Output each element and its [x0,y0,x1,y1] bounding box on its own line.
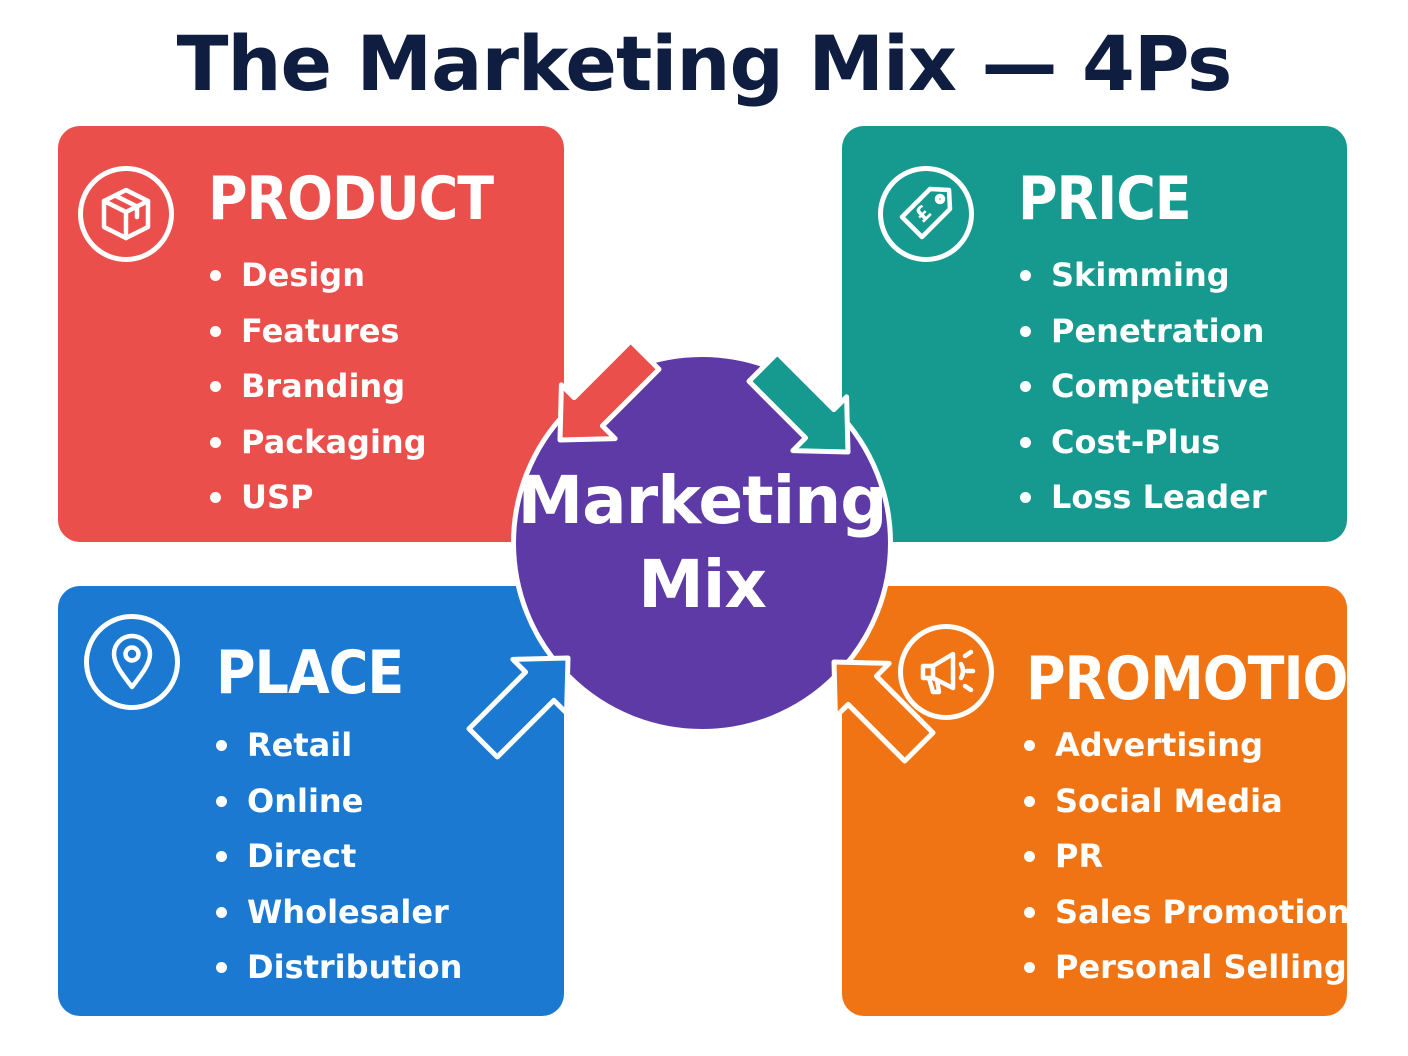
bullet [1020,492,1031,504]
list-item: Design [210,248,427,304]
list-item: Wholesaler [216,885,462,941]
bullet [210,381,221,393]
bullet [1024,851,1035,863]
bullet [1020,381,1031,393]
bullet [1024,962,1035,974]
price-item: Penetration [1051,311,1265,350]
product-box: PRODUCT Design Features Branding Packagi… [58,126,564,542]
list-item: Competitive [1020,359,1270,415]
list-item: Sales Promotion [1024,885,1350,941]
promotion-item: Personal Selling [1055,948,1347,986]
list-item: Advertising [1024,718,1350,774]
bullet [216,795,227,807]
list-item: Retail [216,718,462,774]
bullet [1020,270,1031,282]
bullet [1024,795,1035,807]
product-item: Features [241,311,400,350]
bullet [216,851,227,863]
box-icon [78,166,174,262]
place-box: PLACE Retail Online Direct Wholesaler Di… [58,586,564,1016]
bullet [210,270,221,282]
page-title: The Marketing Mix — 4Ps [176,19,1233,108]
product-list: Design Features Branding Packaging USP [210,248,427,526]
list-item: Branding [210,359,427,415]
price-item: Loss Leader [1051,478,1267,516]
place-item: Online [247,781,364,820]
list-item: Social Media [1024,774,1350,830]
list-item: Skimming [1020,248,1270,304]
bullet [216,906,227,918]
bullet [1020,436,1031,448]
promotion-item: Advertising [1055,726,1263,764]
promotion-heading: PROMOTION [1026,644,1393,714]
product-item: Branding [241,367,406,405]
product-heading: PRODUCT [208,164,494,234]
place-item: Wholesaler [247,892,449,931]
list-item: USP [210,470,427,526]
product-item: Packaging [241,422,427,461]
product-item: USP [241,478,314,516]
place-item: Retail [247,726,353,764]
bullet [210,436,221,448]
list-item: Cost-Plus [1020,415,1270,471]
promotion-list: Advertising Social Media PR Sales Promot… [1024,718,1350,996]
center-label-line1: Marketing [517,462,887,539]
center-label-line2: Mix [638,546,767,623]
bullet [210,325,221,337]
bullet [1024,906,1035,918]
list-item: Packaging [210,415,427,471]
place-list: Retail Online Direct Wholesaler Distribu… [216,718,462,996]
place-item: Distribution [247,948,463,986]
product-item: Design [241,256,365,294]
place-item: Direct [247,837,357,875]
price-item: Skimming [1051,256,1230,294]
promotion-item: Sales Promotion [1055,892,1351,931]
price-heading: PRICE [1018,164,1192,234]
list-item: Penetration [1020,304,1270,360]
list-item: PR [1024,829,1350,885]
bullet [1024,740,1035,752]
marketing-mix-circle: Marketing Mix [511,352,893,734]
bullet [210,492,221,504]
price-item: Competitive [1051,367,1270,405]
list-item: Personal Selling [1024,940,1350,996]
list-item: Online [216,774,462,830]
price-box: £ PRICE Skimming Penetration Competitive… [842,126,1347,542]
price-tag-icon: £ [878,166,974,262]
promotion-box: PROMOTION Advertising Social Media PR Sa… [842,586,1393,1016]
price-item: Cost-Plus [1051,422,1221,461]
list-item: Direct [216,829,462,885]
list-item: Features [210,304,427,360]
bullet [1020,325,1031,337]
megaphone-icon [898,624,994,720]
price-list: Skimming Penetration Competitive Cost-Pl… [1020,248,1270,526]
list-item: Loss Leader [1020,470,1270,526]
promotion-item: Social Media [1055,781,1283,820]
list-item: Distribution [216,940,462,996]
location-pin-icon [84,614,180,710]
promotion-item: PR [1055,837,1104,875]
bullet [216,962,227,974]
place-heading: PLACE [216,638,404,708]
bullet [216,740,227,752]
